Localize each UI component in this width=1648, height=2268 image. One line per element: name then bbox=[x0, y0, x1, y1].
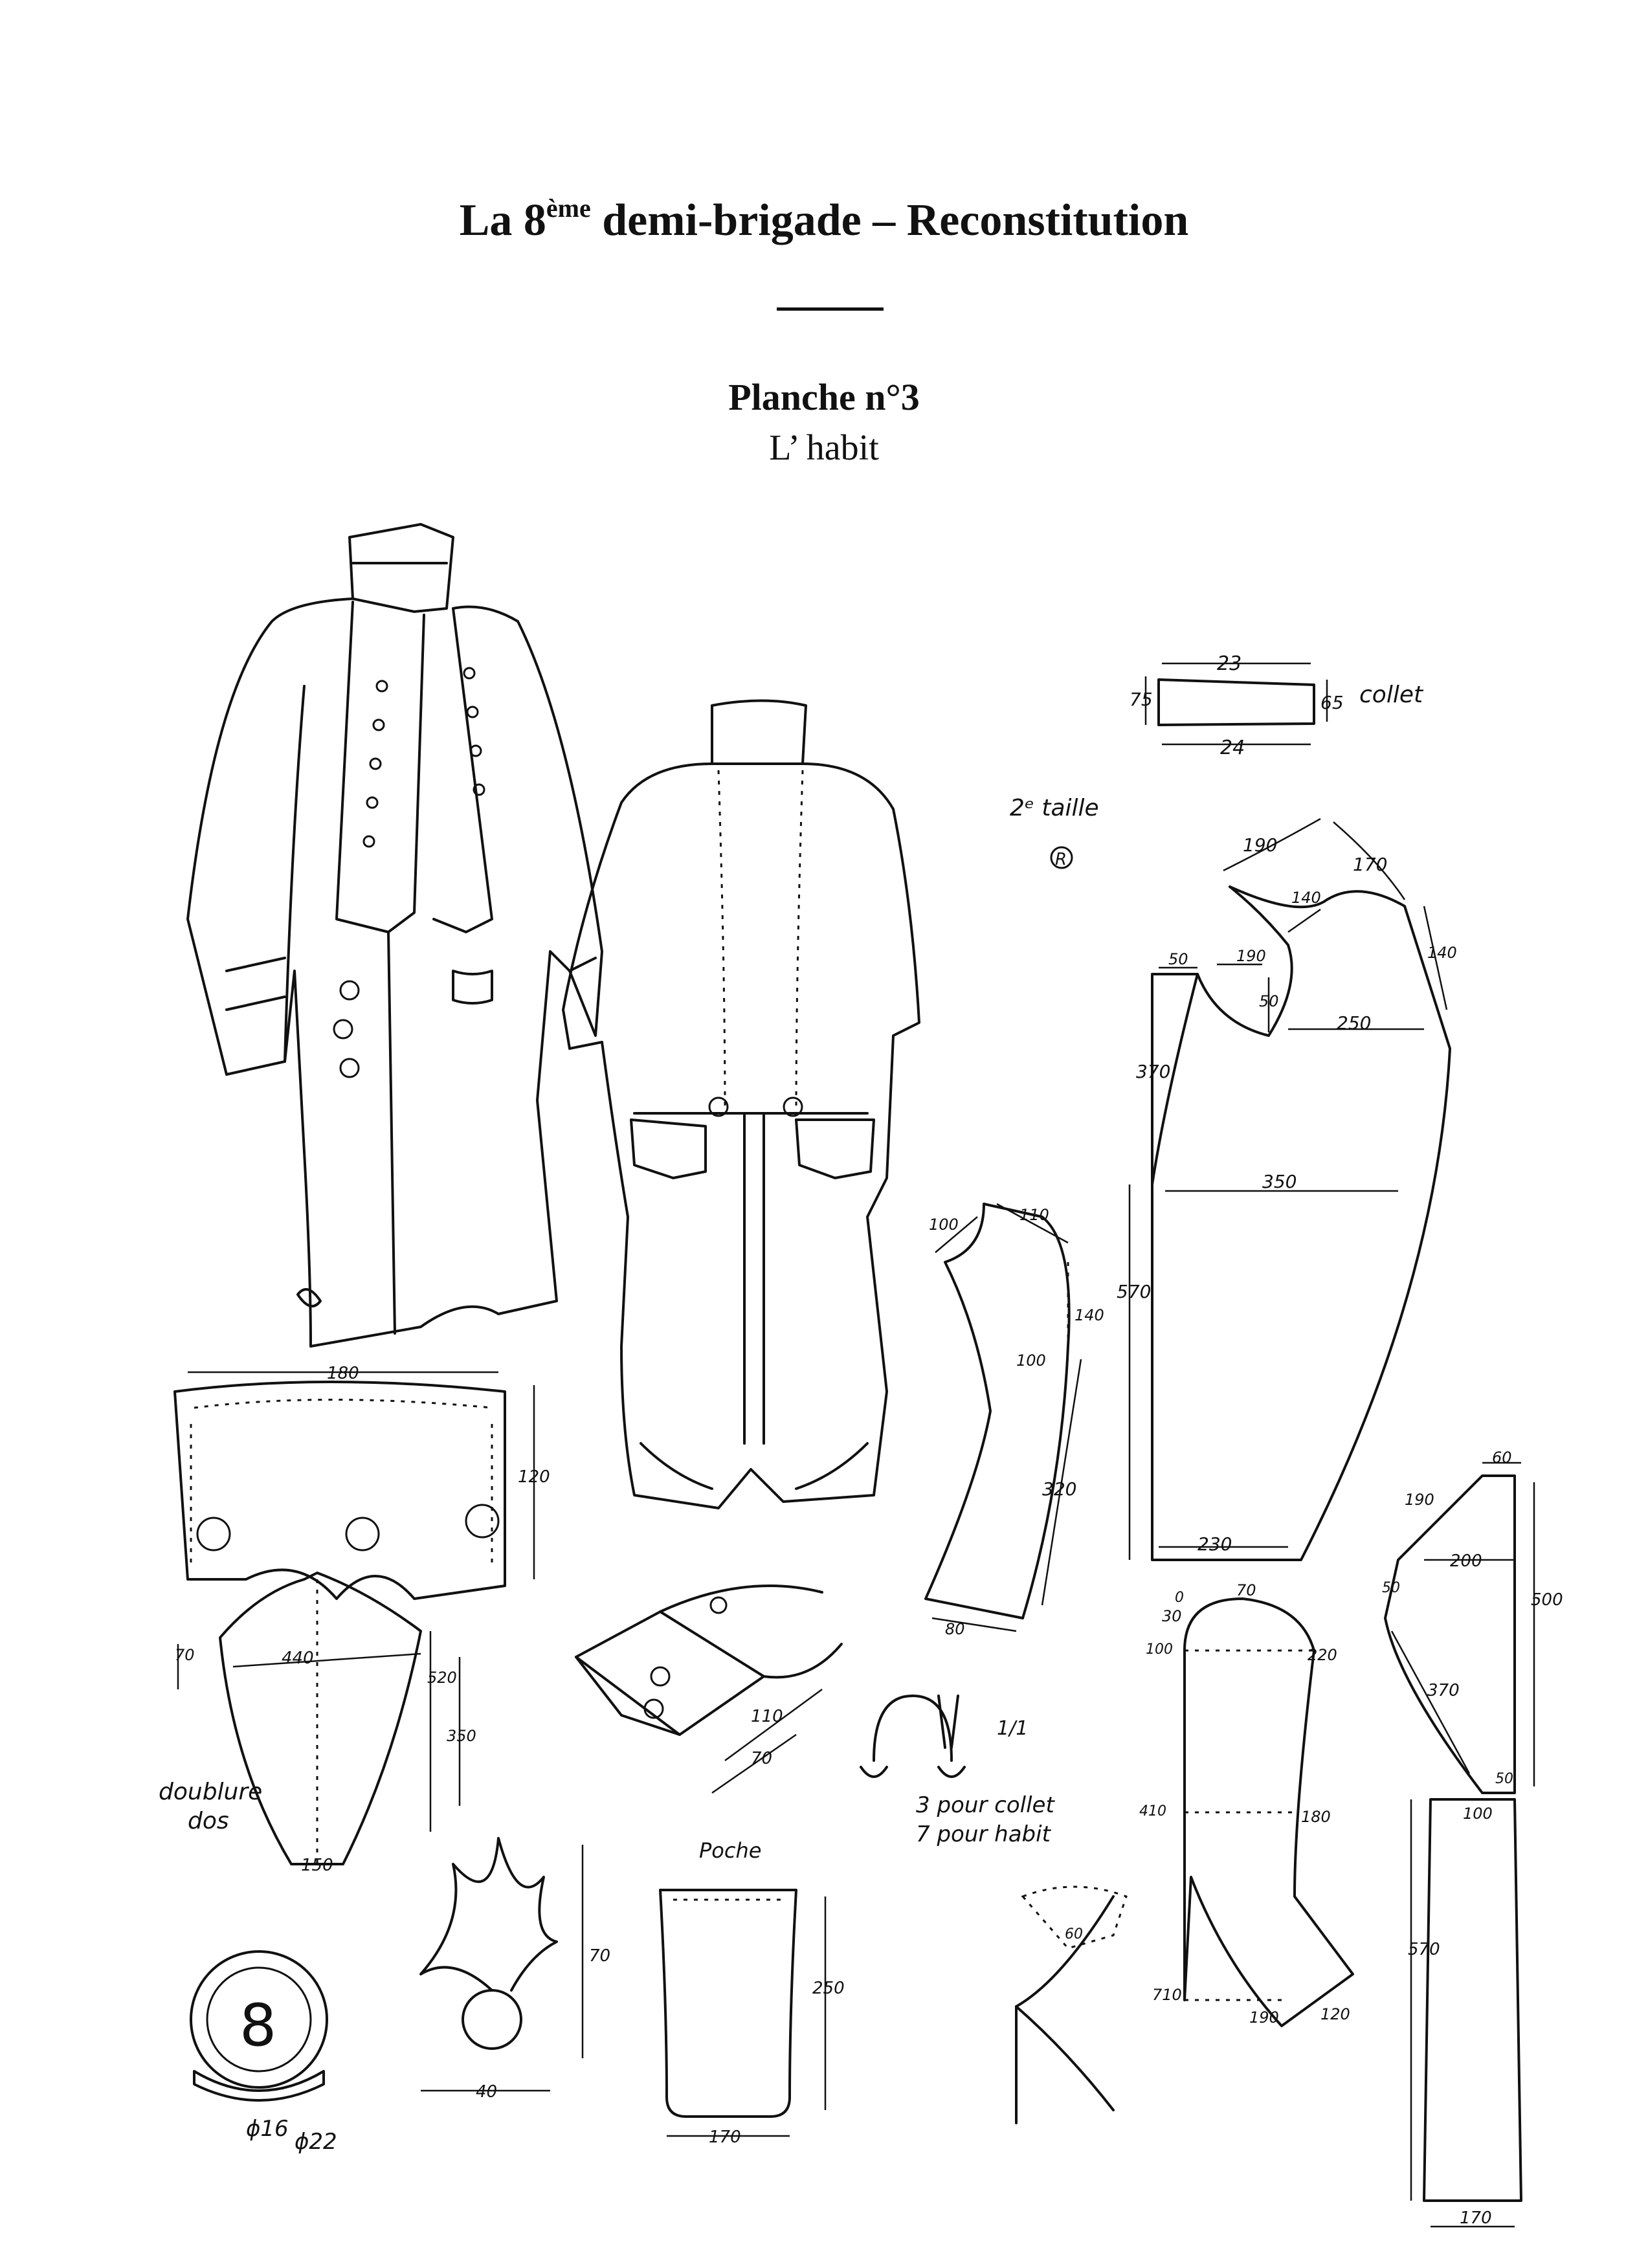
lining-dim-70: 70 bbox=[175, 1646, 195, 1664]
back-dim-190: 190 bbox=[1405, 1491, 1434, 1509]
front-dim-190: 190 bbox=[1243, 834, 1277, 856]
size-mark: 2ᵉ taille R bbox=[1010, 795, 1099, 869]
back-dim-200: 200 bbox=[1450, 1551, 1482, 1571]
sleeve-dim-30: 30 bbox=[1162, 1607, 1182, 1625]
front-dim-350: 350 bbox=[1262, 1171, 1297, 1192]
lapel-dim-140: 140 bbox=[1075, 1306, 1104, 1324]
back-dim-50b: 50 bbox=[1495, 1771, 1513, 1787]
front-dim-370: 370 bbox=[1136, 1061, 1170, 1082]
sleeve-pattern: 0 70 30 100 220 410 180 710 190 120 60 bbox=[1015, 1581, 1354, 2124]
back-dim-50: 50 bbox=[1382, 1580, 1400, 1596]
back-dim-500: 500 bbox=[1531, 1590, 1563, 1610]
sleeve-dim-220: 220 bbox=[1308, 1646, 1337, 1664]
lapel-dim-100b: 100 bbox=[1016, 1351, 1046, 1370]
sleeve-dim-710: 710 bbox=[1152, 1986, 1182, 2004]
sleeve-dim-120: 120 bbox=[1320, 2005, 1350, 2023]
grenade-emblem: 70 40 bbox=[419, 1837, 610, 2102]
collar-label: collet bbox=[1359, 682, 1424, 708]
pocket-dim-250: 250 bbox=[812, 1979, 845, 1998]
sleeve-dim-190: 190 bbox=[1249, 2008, 1279, 2027]
button-diameter-1: ϕ16 bbox=[246, 2116, 289, 2142]
lapel-pattern: 100 110 140 100 320 80 bbox=[924, 1203, 1104, 1638]
hooks-note-2: 7 pour habit bbox=[916, 1821, 1052, 1847]
button-diameter-2: ϕ22 bbox=[295, 2129, 337, 2155]
front-dim-170: 170 bbox=[1353, 854, 1387, 875]
front-dim-140b: 140 bbox=[1427, 944, 1457, 962]
back-lining-pattern: 70 440 520 350 150 doublure dos bbox=[159, 1572, 476, 1875]
lapel-dim-320: 320 bbox=[1042, 1478, 1076, 1500]
hooks-scale: 1/1 bbox=[997, 1717, 1028, 1740]
lapel-dim-80: 80 bbox=[945, 1620, 965, 1638]
page-title: La 8ème demi-brigade – Reconstitution bbox=[0, 193, 1648, 247]
cuff-dim-70: 70 bbox=[751, 1749, 772, 1768]
lining-dim-520: 520 bbox=[427, 1669, 457, 1687]
collar-right-dim: 65 bbox=[1320, 692, 1344, 713]
sleeve-dim-0: 0 bbox=[1175, 1590, 1184, 1606]
title-superscript: ème bbox=[546, 194, 591, 223]
sleeve-dim-70: 70 bbox=[1236, 1581, 1256, 1599]
lining-dim-350: 350 bbox=[447, 1727, 476, 1745]
turnback-pattern: 180 120 bbox=[173, 1364, 550, 1600]
grenade-dim-70: 70 bbox=[589, 1946, 610, 1966]
front-dim-50: 50 bbox=[1168, 950, 1188, 968]
front-dim-230: 230 bbox=[1197, 1533, 1232, 1555]
collar-left-dim: 75 bbox=[1130, 689, 1153, 710]
lining-label-2: dos bbox=[188, 1808, 229, 1834]
front-dim-570: 570 bbox=[1117, 1281, 1151, 1302]
cuff-dim-110: 110 bbox=[751, 1707, 783, 1726]
front-dim-250: 250 bbox=[1337, 1012, 1371, 1034]
collar-top-dim: 23 bbox=[1217, 652, 1242, 675]
title-prefix: La 8 bbox=[459, 195, 546, 245]
grenade-dim-40: 40 bbox=[476, 2082, 497, 2102]
front-dim-50b: 50 bbox=[1259, 992, 1279, 1010]
coat-front-illustration bbox=[186, 523, 603, 1348]
front-dim-140a: 140 bbox=[1291, 889, 1321, 907]
plate-subject: L’ habit bbox=[769, 428, 879, 468]
back-dim-370: 370 bbox=[1427, 1681, 1460, 1700]
lining-dim-440: 440 bbox=[282, 1649, 314, 1668]
sleeve-dim-60: 60 bbox=[1065, 1926, 1083, 1942]
coat-back-illustration bbox=[562, 699, 920, 1509]
front-panel-pattern: 190 170 140 140 50 190 50 250 370 350 57… bbox=[1117, 817, 1457, 1561]
back-dim-60: 60 bbox=[1492, 1449, 1512, 1467]
front-dim-190b: 190 bbox=[1236, 947, 1266, 965]
sleeve-dim-180: 180 bbox=[1301, 1808, 1331, 1826]
lining-label-1: doublure bbox=[159, 1779, 262, 1805]
button-illustration: 8 ϕ16 ϕ22 bbox=[190, 1950, 337, 2155]
back-dim-170: 170 bbox=[1460, 2208, 1492, 2228]
size-mark-letter: R bbox=[1055, 850, 1067, 869]
turnback-dim-180: 180 bbox=[327, 1364, 359, 1383]
lapel-dim-110: 110 bbox=[1019, 1206, 1049, 1224]
sleeve-dim-410: 410 bbox=[1139, 1803, 1166, 1819]
turnback-dim-120: 120 bbox=[518, 1467, 550, 1487]
pocket-label: Poche bbox=[699, 1838, 761, 1863]
button-number: 8 bbox=[239, 1992, 276, 2060]
sleeve-dim-100: 100 bbox=[1146, 1641, 1173, 1658]
back-dim-100: 100 bbox=[1463, 1805, 1493, 1823]
back-dim-570: 570 bbox=[1408, 1940, 1440, 1959]
hooks-note-1: 3 pour collet bbox=[916, 1792, 1055, 1818]
title-suffix: demi-brigade – Reconstitution bbox=[590, 195, 1189, 245]
hooks-illustration: 1/1 3 pour collet 7 pour habit bbox=[860, 1695, 1055, 1847]
title-divider bbox=[777, 307, 884, 311]
size-label: 2ᵉ taille bbox=[1010, 795, 1099, 821]
pocket-pattern: Poche 250 170 bbox=[659, 1838, 845, 2147]
lining-dim-150: 150 bbox=[301, 1856, 333, 1875]
collar-pattern: 23 24 75 65 collet bbox=[1130, 652, 1424, 759]
plate-number: Planche n°3 bbox=[728, 376, 920, 418]
back-panel-pattern: 60 190 200 50 500 370 50 100 570 170 bbox=[1382, 1449, 1563, 2228]
pocket-dim-170: 170 bbox=[709, 2128, 741, 2147]
cuff-illustration: 110 70 bbox=[575, 1584, 843, 1794]
lapel-dim-100: 100 bbox=[929, 1216, 959, 1234]
collar-bottom-dim: 24 bbox=[1220, 737, 1245, 759]
